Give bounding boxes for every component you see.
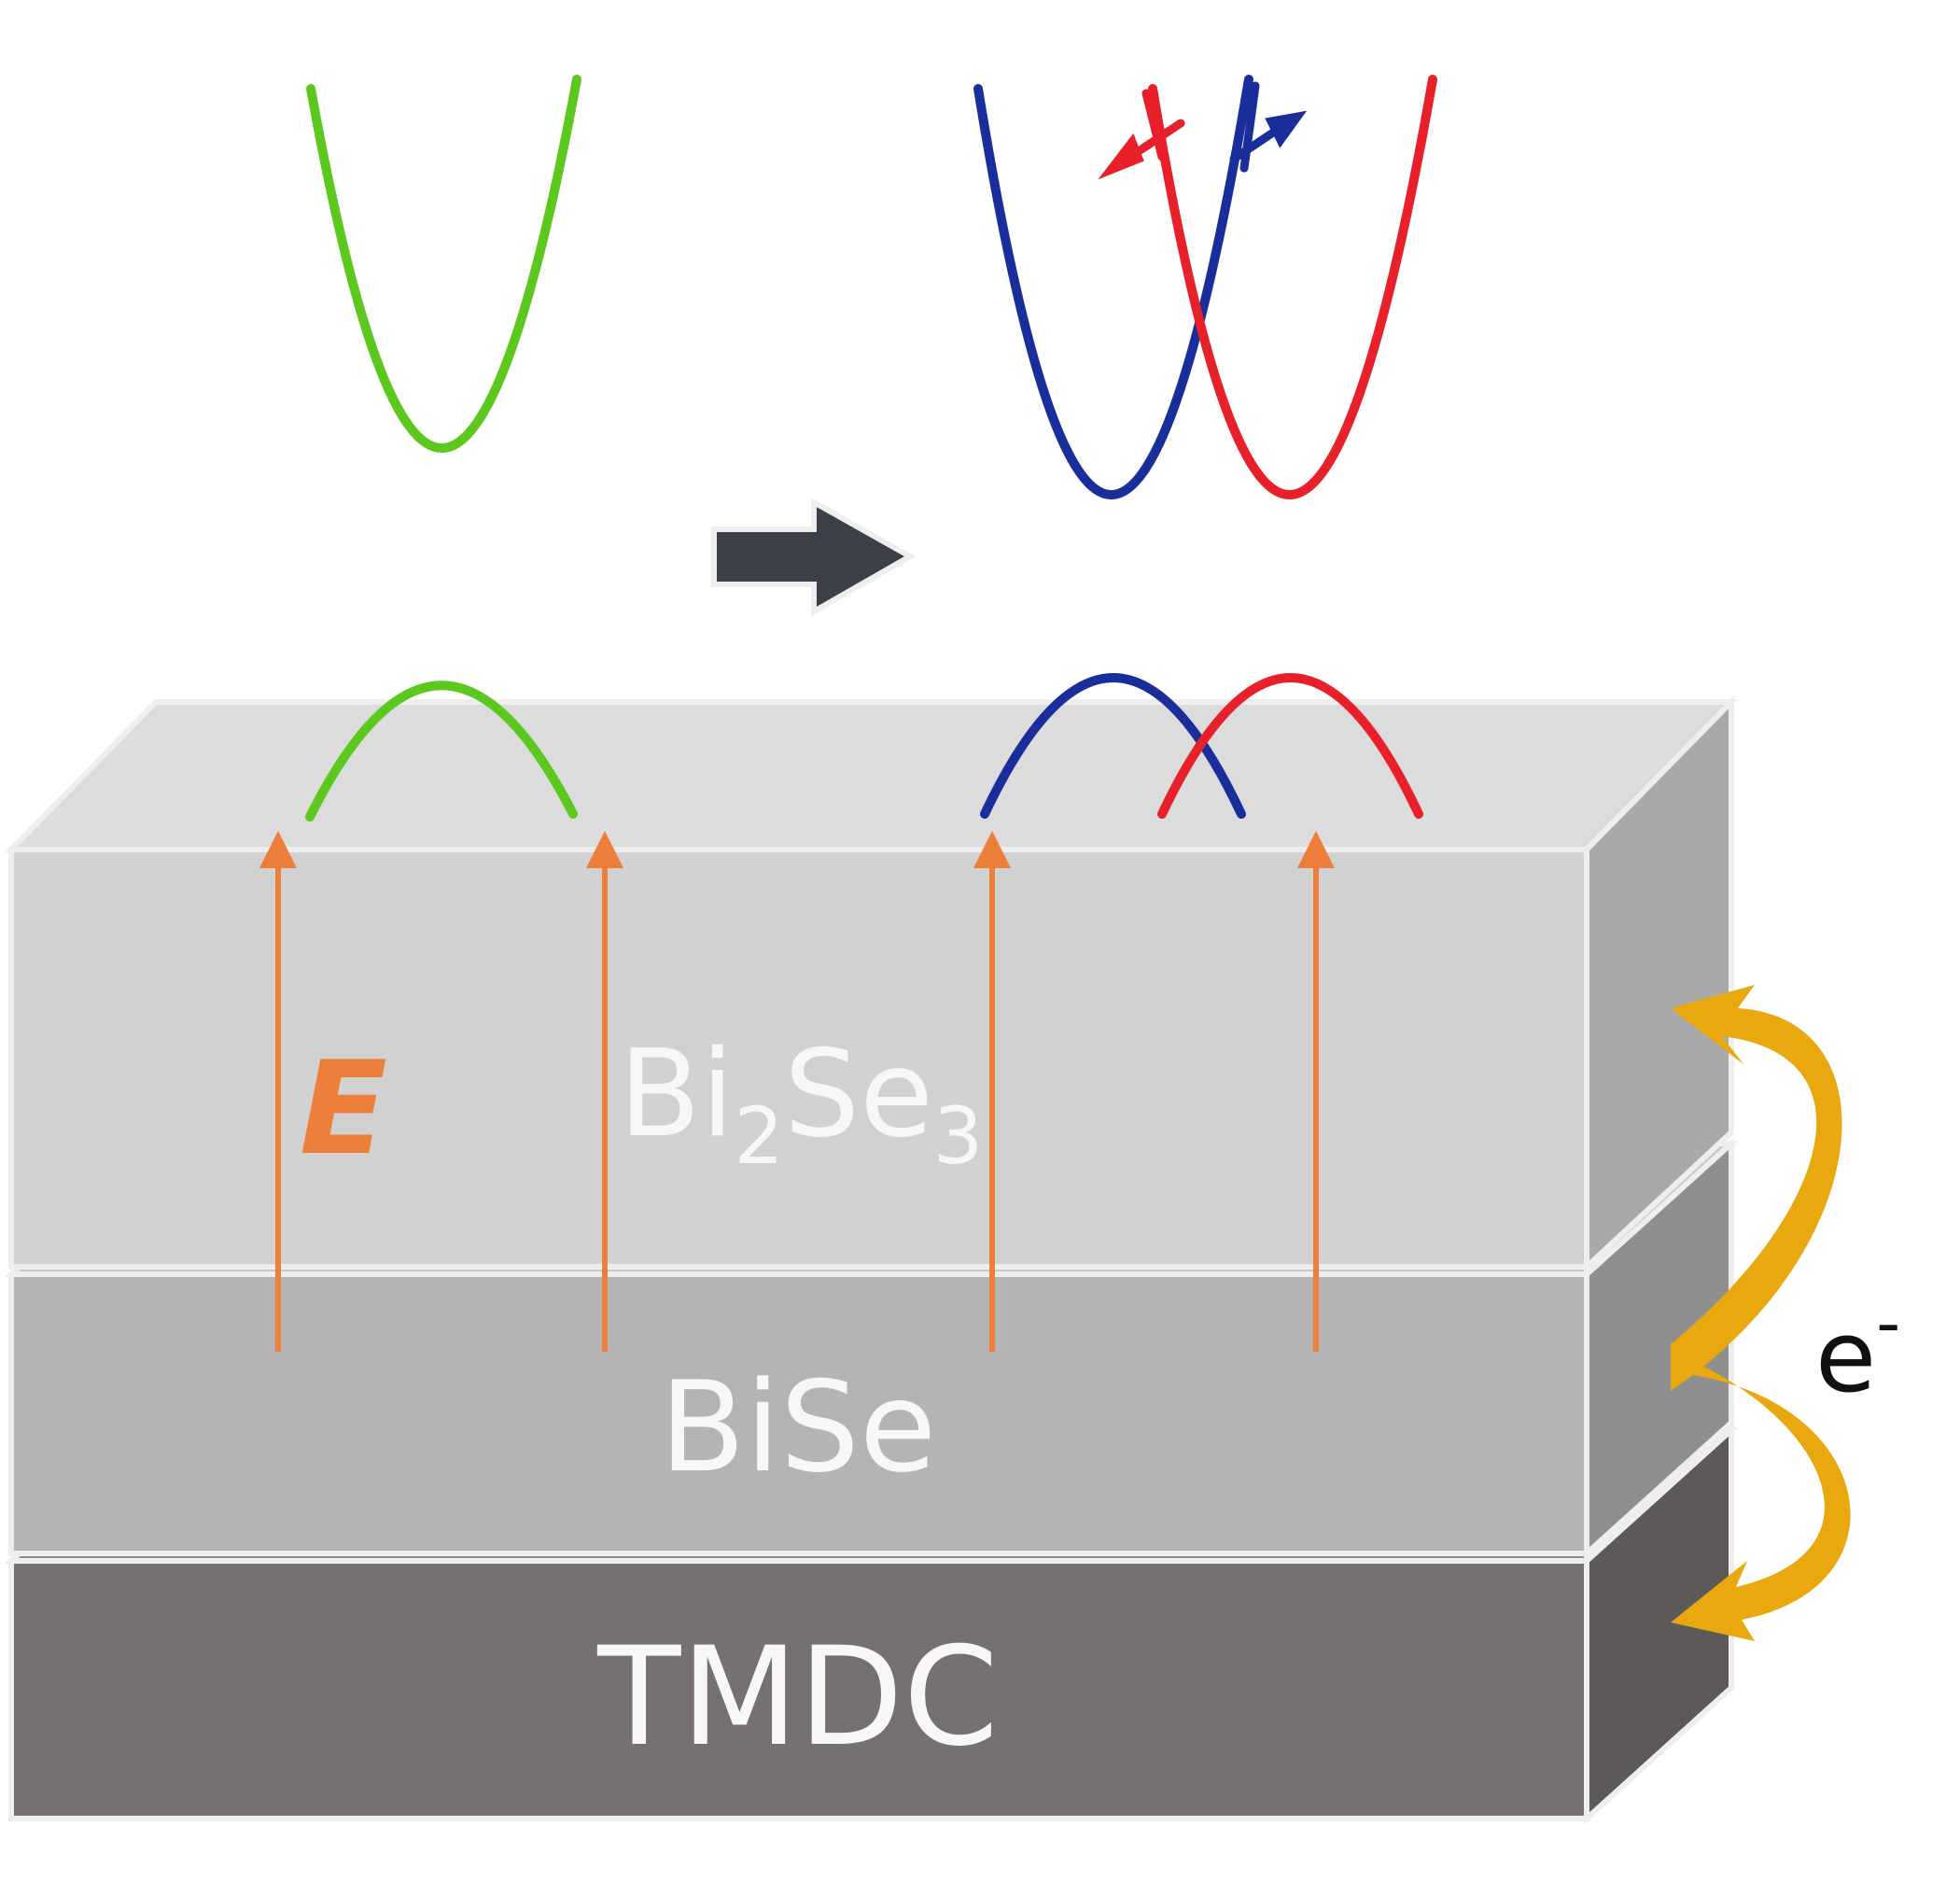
electron-transfer-arrows <box>1671 985 1851 1641</box>
bi2se3-label-sub3: 3 <box>933 1090 983 1182</box>
electron-arrow-down-icon <box>1671 1352 1851 1641</box>
bi2se3-label: Bi2Se3 <box>619 1025 983 1182</box>
field-arrow-3 <box>973 831 1011 1352</box>
electric-field-label: E <box>300 1033 387 1184</box>
electron-label: e- <box>1815 1284 1900 1414</box>
bi2se3-label-bi: Bi <box>619 1025 734 1164</box>
spin-down-arrow-icon <box>1098 89 1185 180</box>
bi2se3-layer: Bi2Se3 <box>4 695 1739 1273</box>
transition-arrow-icon <box>711 497 917 617</box>
bi2se3-label-sub2: 2 <box>734 1090 783 1182</box>
field-arrow-1 <box>259 831 297 1352</box>
electron-arrow-up-icon <box>1671 985 1842 1391</box>
field-arrow-2 <box>586 831 623 1352</box>
tmdc-layer-front-face <box>8 1558 1589 1821</box>
bands-before <box>305 75 581 822</box>
valence-band-green <box>305 681 578 822</box>
electron-symbol: e <box>1815 1299 1876 1414</box>
bands-after <box>973 75 1437 819</box>
conduction-band-spin-up <box>973 75 1253 499</box>
bi2se3-layer-top-face <box>4 699 1739 852</box>
bi2se3-layer-front-face <box>8 847 1589 1270</box>
electron-charge: - <box>1876 1284 1900 1362</box>
electric-field-arrows <box>259 831 1335 1352</box>
bise-layer-front-face <box>8 1271 1589 1556</box>
spin-up-arrow-icon <box>1229 81 1308 173</box>
tmdc-label: TMDC <box>596 1618 999 1777</box>
field-arrow-4 <box>1297 831 1335 1352</box>
valence-band-spin-up <box>980 673 1246 819</box>
conduction-band-green <box>306 75 581 453</box>
bi2se3-label-se: Se <box>784 1025 933 1164</box>
bise-label: BiSe <box>660 1355 937 1500</box>
valence-band-spin-down <box>1157 673 1423 819</box>
conduction-band-spin-down <box>1148 75 1437 499</box>
